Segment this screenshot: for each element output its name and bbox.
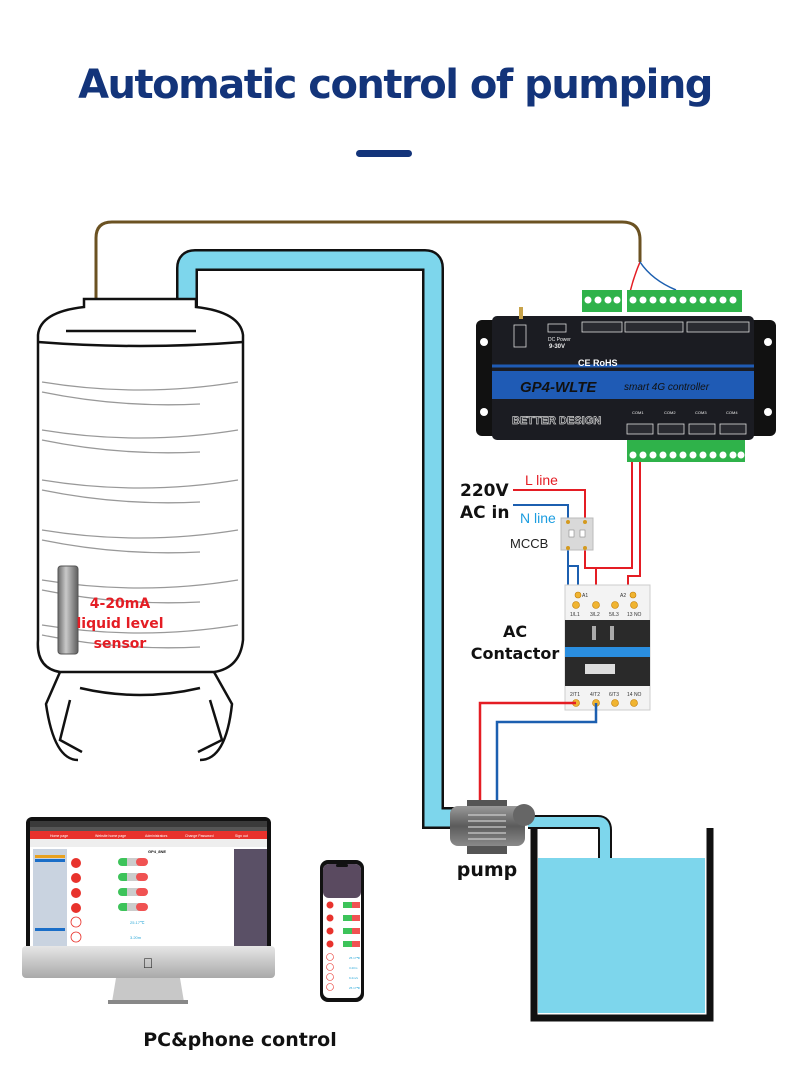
svg-text:9.2m/s: 9.2m/s xyxy=(349,976,359,980)
pc-channel-row xyxy=(71,903,148,913)
controller-power-label: DC Power xyxy=(548,337,571,343)
controller-brand: BETTER DESIGN xyxy=(512,415,601,427)
pump-wire-blue xyxy=(495,703,598,800)
svg-text:3/L2: 3/L2 xyxy=(590,612,600,618)
pc-nav-tabs: Home page Website home page Administrato… xyxy=(50,834,248,838)
sensor-label-1: 4-20mA xyxy=(90,596,151,612)
outlet-pipe xyxy=(528,815,612,860)
svg-text:14 NO: 14 NO xyxy=(627,692,642,698)
svg-text:COM2: COM2 xyxy=(664,410,676,415)
page-title: Automatic control of pumping xyxy=(78,62,713,108)
apple-logo-icon:  xyxy=(143,955,154,971)
pc-channel-row xyxy=(71,858,148,868)
svg-text:3.20m: 3.20m xyxy=(349,966,358,970)
supply-pipe xyxy=(176,249,468,829)
svg-text:Home page: Home page xyxy=(50,834,68,838)
pc-reading-ai1: 25.17℃ xyxy=(130,920,145,925)
contactor-terminal-labels: A1 A2 1/L1 3/L2 5/L3 13 NO 2/T1 4/T2 6/T… xyxy=(570,593,642,698)
svg-text:Website home page: Website home page xyxy=(95,834,126,838)
ac-contactor xyxy=(564,584,651,711)
svg-text:A1: A1 xyxy=(582,593,588,599)
voltage-label: 220V xyxy=(460,481,509,501)
contactor-label-1: AC xyxy=(503,622,527,641)
sim-card-icon xyxy=(513,324,527,348)
controller-cert: CE RoHS xyxy=(578,358,618,368)
l-line-label: L line xyxy=(525,472,558,488)
svg-text:4/T2: 4/T2 xyxy=(590,692,600,698)
mccb-breaker xyxy=(560,517,594,551)
pc-device-name: GP4_8NE xyxy=(148,849,166,854)
sensor-label-2: liquid level xyxy=(77,616,164,632)
pump-label: pump xyxy=(457,859,518,881)
svg-text:13 NO: 13 NO xyxy=(627,612,642,618)
level-sensor-probe xyxy=(57,565,79,655)
phone-readings: 25.17℃ 3.20m 9.2m/s 25.17℃ xyxy=(349,956,361,990)
contactor-label-2: Contactor xyxy=(471,644,560,663)
pump-wire-red xyxy=(478,701,576,800)
svg-text:25.17℃: 25.17℃ xyxy=(349,956,361,960)
pc-channel-rows xyxy=(70,858,148,943)
ac-in-label: AC in xyxy=(460,503,509,523)
pc-channel-row xyxy=(71,888,148,898)
svg-text:A2: A2 xyxy=(620,593,626,599)
svg-text:Change Password: Change Password xyxy=(185,834,214,838)
sensor-wire-red xyxy=(629,261,641,293)
phone xyxy=(320,860,364,1002)
sensor-wire-blue xyxy=(639,261,677,291)
svg-text:Sign out: Sign out xyxy=(235,834,248,838)
svg-text:1/L1: 1/L1 xyxy=(570,612,580,618)
svg-text:COM4: COM4 xyxy=(726,410,738,415)
svg-text:COM1: COM1 xyxy=(632,410,644,415)
mccb-label: MCCB xyxy=(510,536,548,551)
n-line-label: N line xyxy=(520,510,556,526)
svg-text:25.17℃: 25.17℃ xyxy=(349,986,361,990)
controller-device xyxy=(476,290,776,462)
controller-subtitle: smart 4G controller xyxy=(624,382,710,393)
pc-channel-row xyxy=(71,873,148,883)
title-underline xyxy=(356,150,412,157)
sensor-label-3: sensor xyxy=(94,636,147,652)
controller-power-voltage: 9-30V xyxy=(549,344,565,350)
destination-tank xyxy=(530,828,714,1022)
controller-model: GP4-WLTE xyxy=(520,379,597,396)
svg-text:COM3: COM3 xyxy=(695,410,707,415)
svg-text:5/L3: 5/L3 xyxy=(609,612,619,618)
svg-text:Administrators: Administrators xyxy=(145,834,168,838)
storage-tank xyxy=(36,297,245,762)
remote-control-caption: PC&phone control xyxy=(143,1029,337,1051)
pc-monitor xyxy=(22,817,275,1004)
svg-text:6/T3: 6/T3 xyxy=(609,692,619,698)
relay-group-labels: COM1 COM2 COM3 COM4 xyxy=(632,410,738,415)
svg-text:2/T1: 2/T1 xyxy=(570,692,580,698)
pc-reading-ai2: 3.20m xyxy=(130,935,142,940)
dc-power-jack-icon xyxy=(547,323,567,333)
pump xyxy=(450,800,535,854)
